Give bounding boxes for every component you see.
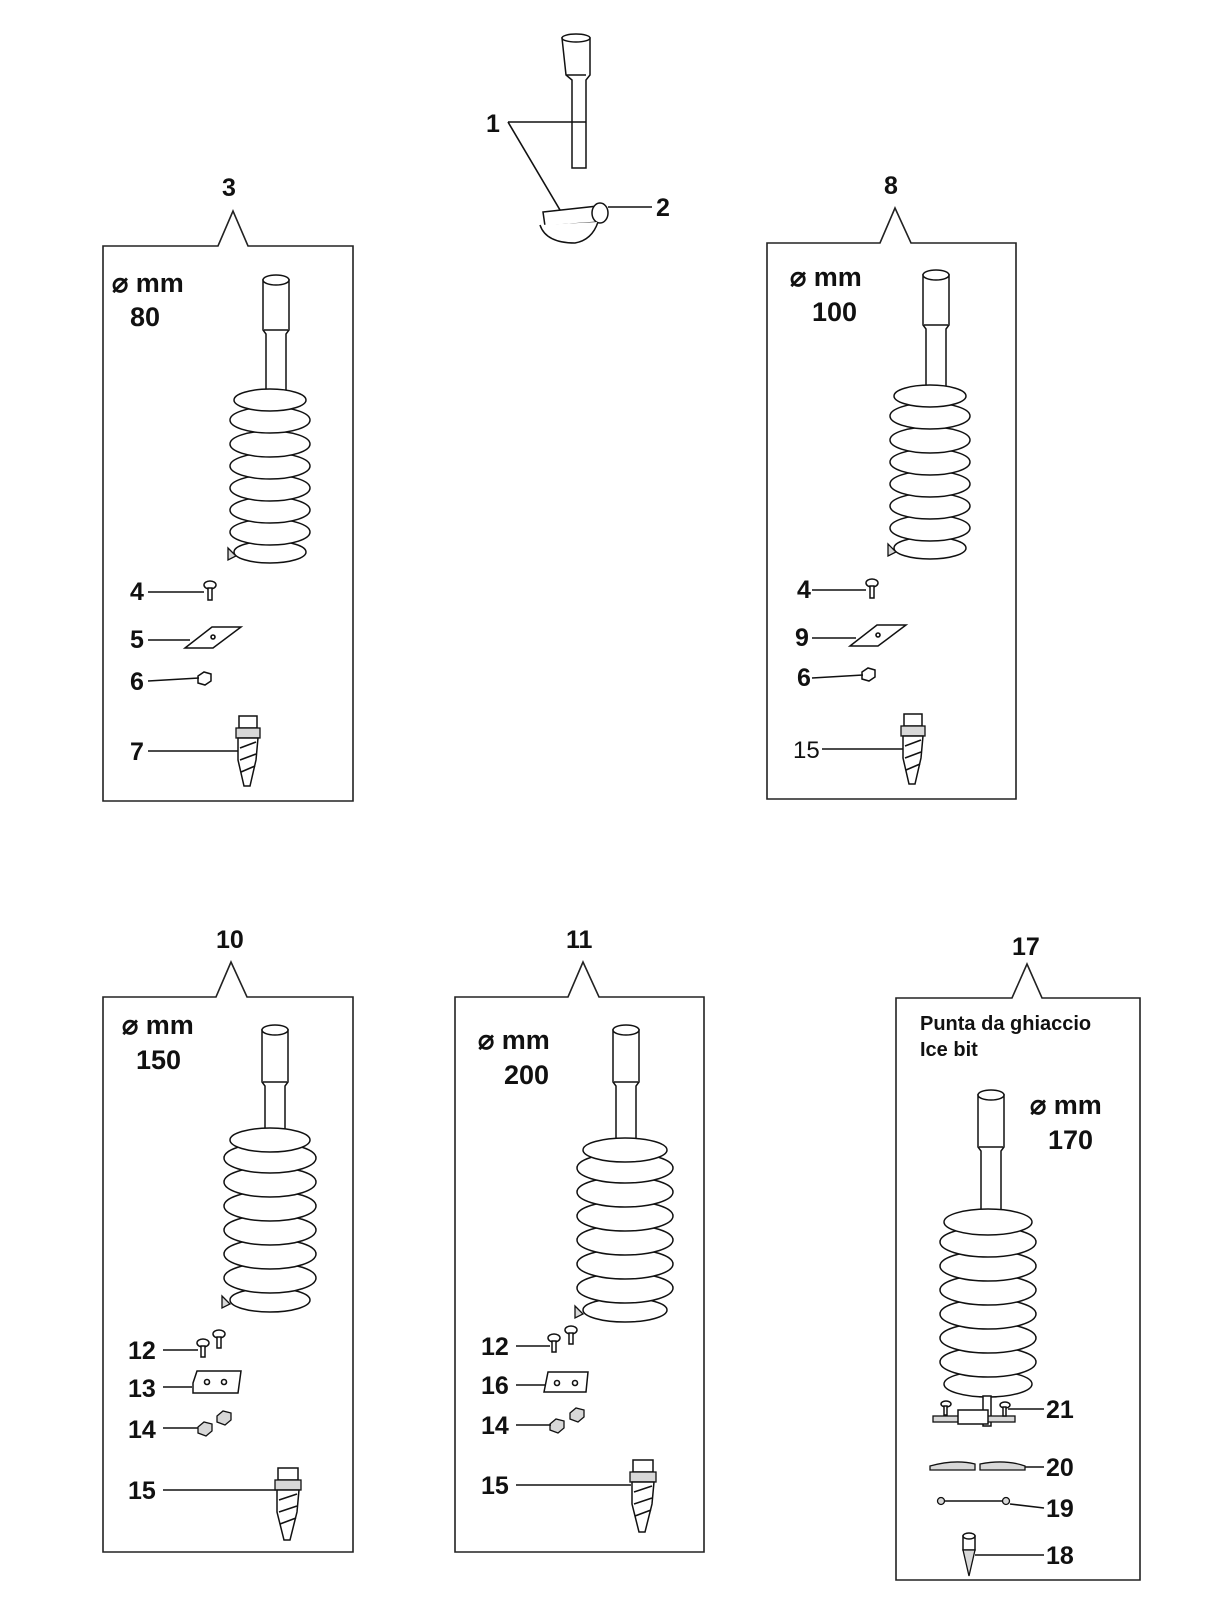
extension-rod-assembly [507, 33, 652, 244]
callout-12-panel11: 12 [481, 1333, 509, 1361]
drill-tip-15-panel10 [274, 1467, 302, 1541]
callout-15-panel10: 15 [128, 1477, 156, 1505]
plate-5 [182, 626, 244, 649]
auger-80 [227, 274, 311, 564]
screw-4 [203, 580, 217, 601]
panel-17-diameter-symbol: ⌀ mm [1030, 1090, 1102, 1120]
callout-21: 21 [1046, 1396, 1074, 1424]
panel-17-diameter-value: 170 [1048, 1125, 1093, 1155]
callout-6-panel8: 6 [797, 664, 811, 692]
screws-12-panel11 [547, 1325, 578, 1353]
panel-3-diameter-value: 80 [130, 302, 160, 332]
callout-20: 20 [1046, 1454, 1074, 1482]
callout-18: 18 [1046, 1542, 1074, 1570]
screws-12-panel10 [196, 1329, 226, 1358]
callout-16: 16 [481, 1372, 509, 1400]
panel-10-diameter-symbol: ⌀ mm [122, 1010, 194, 1040]
panel-11 [454, 960, 705, 1553]
nut-6-b [861, 667, 876, 682]
panel-17 [895, 962, 1141, 1581]
auger-150 [221, 1024, 317, 1313]
panel-10 [102, 960, 354, 1553]
panel-3 [102, 208, 354, 802]
drill-tip-15-panel8 [900, 713, 926, 785]
drill-tip-7 [235, 715, 261, 787]
callout-19: 19 [1046, 1495, 1074, 1523]
callout-4-panel8: 4 [797, 576, 811, 604]
auger-100 [887, 269, 971, 560]
callout-9: 9 [795, 624, 809, 652]
panel-10-diameter-value: 150 [136, 1045, 181, 1075]
callout-1: 1 [486, 110, 500, 138]
nuts-14-panel11 [549, 1407, 585, 1434]
ice-auger-170 [939, 1089, 1037, 1398]
callout-6-panel3: 6 [130, 668, 144, 696]
callout-15-panel8: 15 [793, 737, 820, 764]
plate-13 [192, 1370, 242, 1394]
screw-4-b [865, 578, 879, 599]
callout-4-panel3: 4 [130, 578, 144, 606]
callout-10: 10 [216, 926, 244, 954]
center-point-18 [962, 1532, 976, 1577]
plate-16 [543, 1371, 589, 1393]
auger-200 [574, 1024, 674, 1323]
nut-6 [197, 671, 212, 686]
drill-tip-15-panel11 [629, 1459, 657, 1533]
panel-8-diameter-symbol: ⌀ mm [790, 262, 862, 292]
panel-8 [766, 206, 1017, 800]
callout-14-panel10: 14 [128, 1416, 156, 1444]
callout-13: 13 [128, 1375, 156, 1403]
panel-11-diameter-value: 200 [504, 1060, 549, 1090]
callout-8: 8 [884, 172, 898, 200]
callout-14-panel11: 14 [481, 1412, 509, 1440]
panel-3-diameter-symbol: ⌀ mm [112, 268, 184, 298]
callout-2: 2 [656, 194, 670, 222]
callout-12-panel10: 12 [128, 1337, 156, 1365]
callout-5: 5 [130, 626, 144, 654]
callout-3: 3 [222, 174, 236, 202]
cutter-head-21 [932, 1395, 1016, 1427]
blades-20 [929, 1461, 1026, 1471]
callout-7: 7 [130, 738, 144, 766]
callout-15-panel11: 15 [481, 1472, 509, 1500]
ice-bit-title-it: Punta da ghiaccio [920, 1013, 1091, 1035]
callout-11: 11 [566, 926, 593, 954]
callout-17: 17 [1012, 933, 1040, 961]
ice-bit-title-en: Ice bit [920, 1039, 978, 1061]
panel-8-diameter-value: 100 [812, 297, 857, 327]
nuts-14-panel10 [197, 1410, 232, 1437]
panel-11-diameter-symbol: ⌀ mm [478, 1025, 550, 1055]
plate-9 [847, 624, 909, 647]
pins-19 [936, 1496, 1011, 1506]
